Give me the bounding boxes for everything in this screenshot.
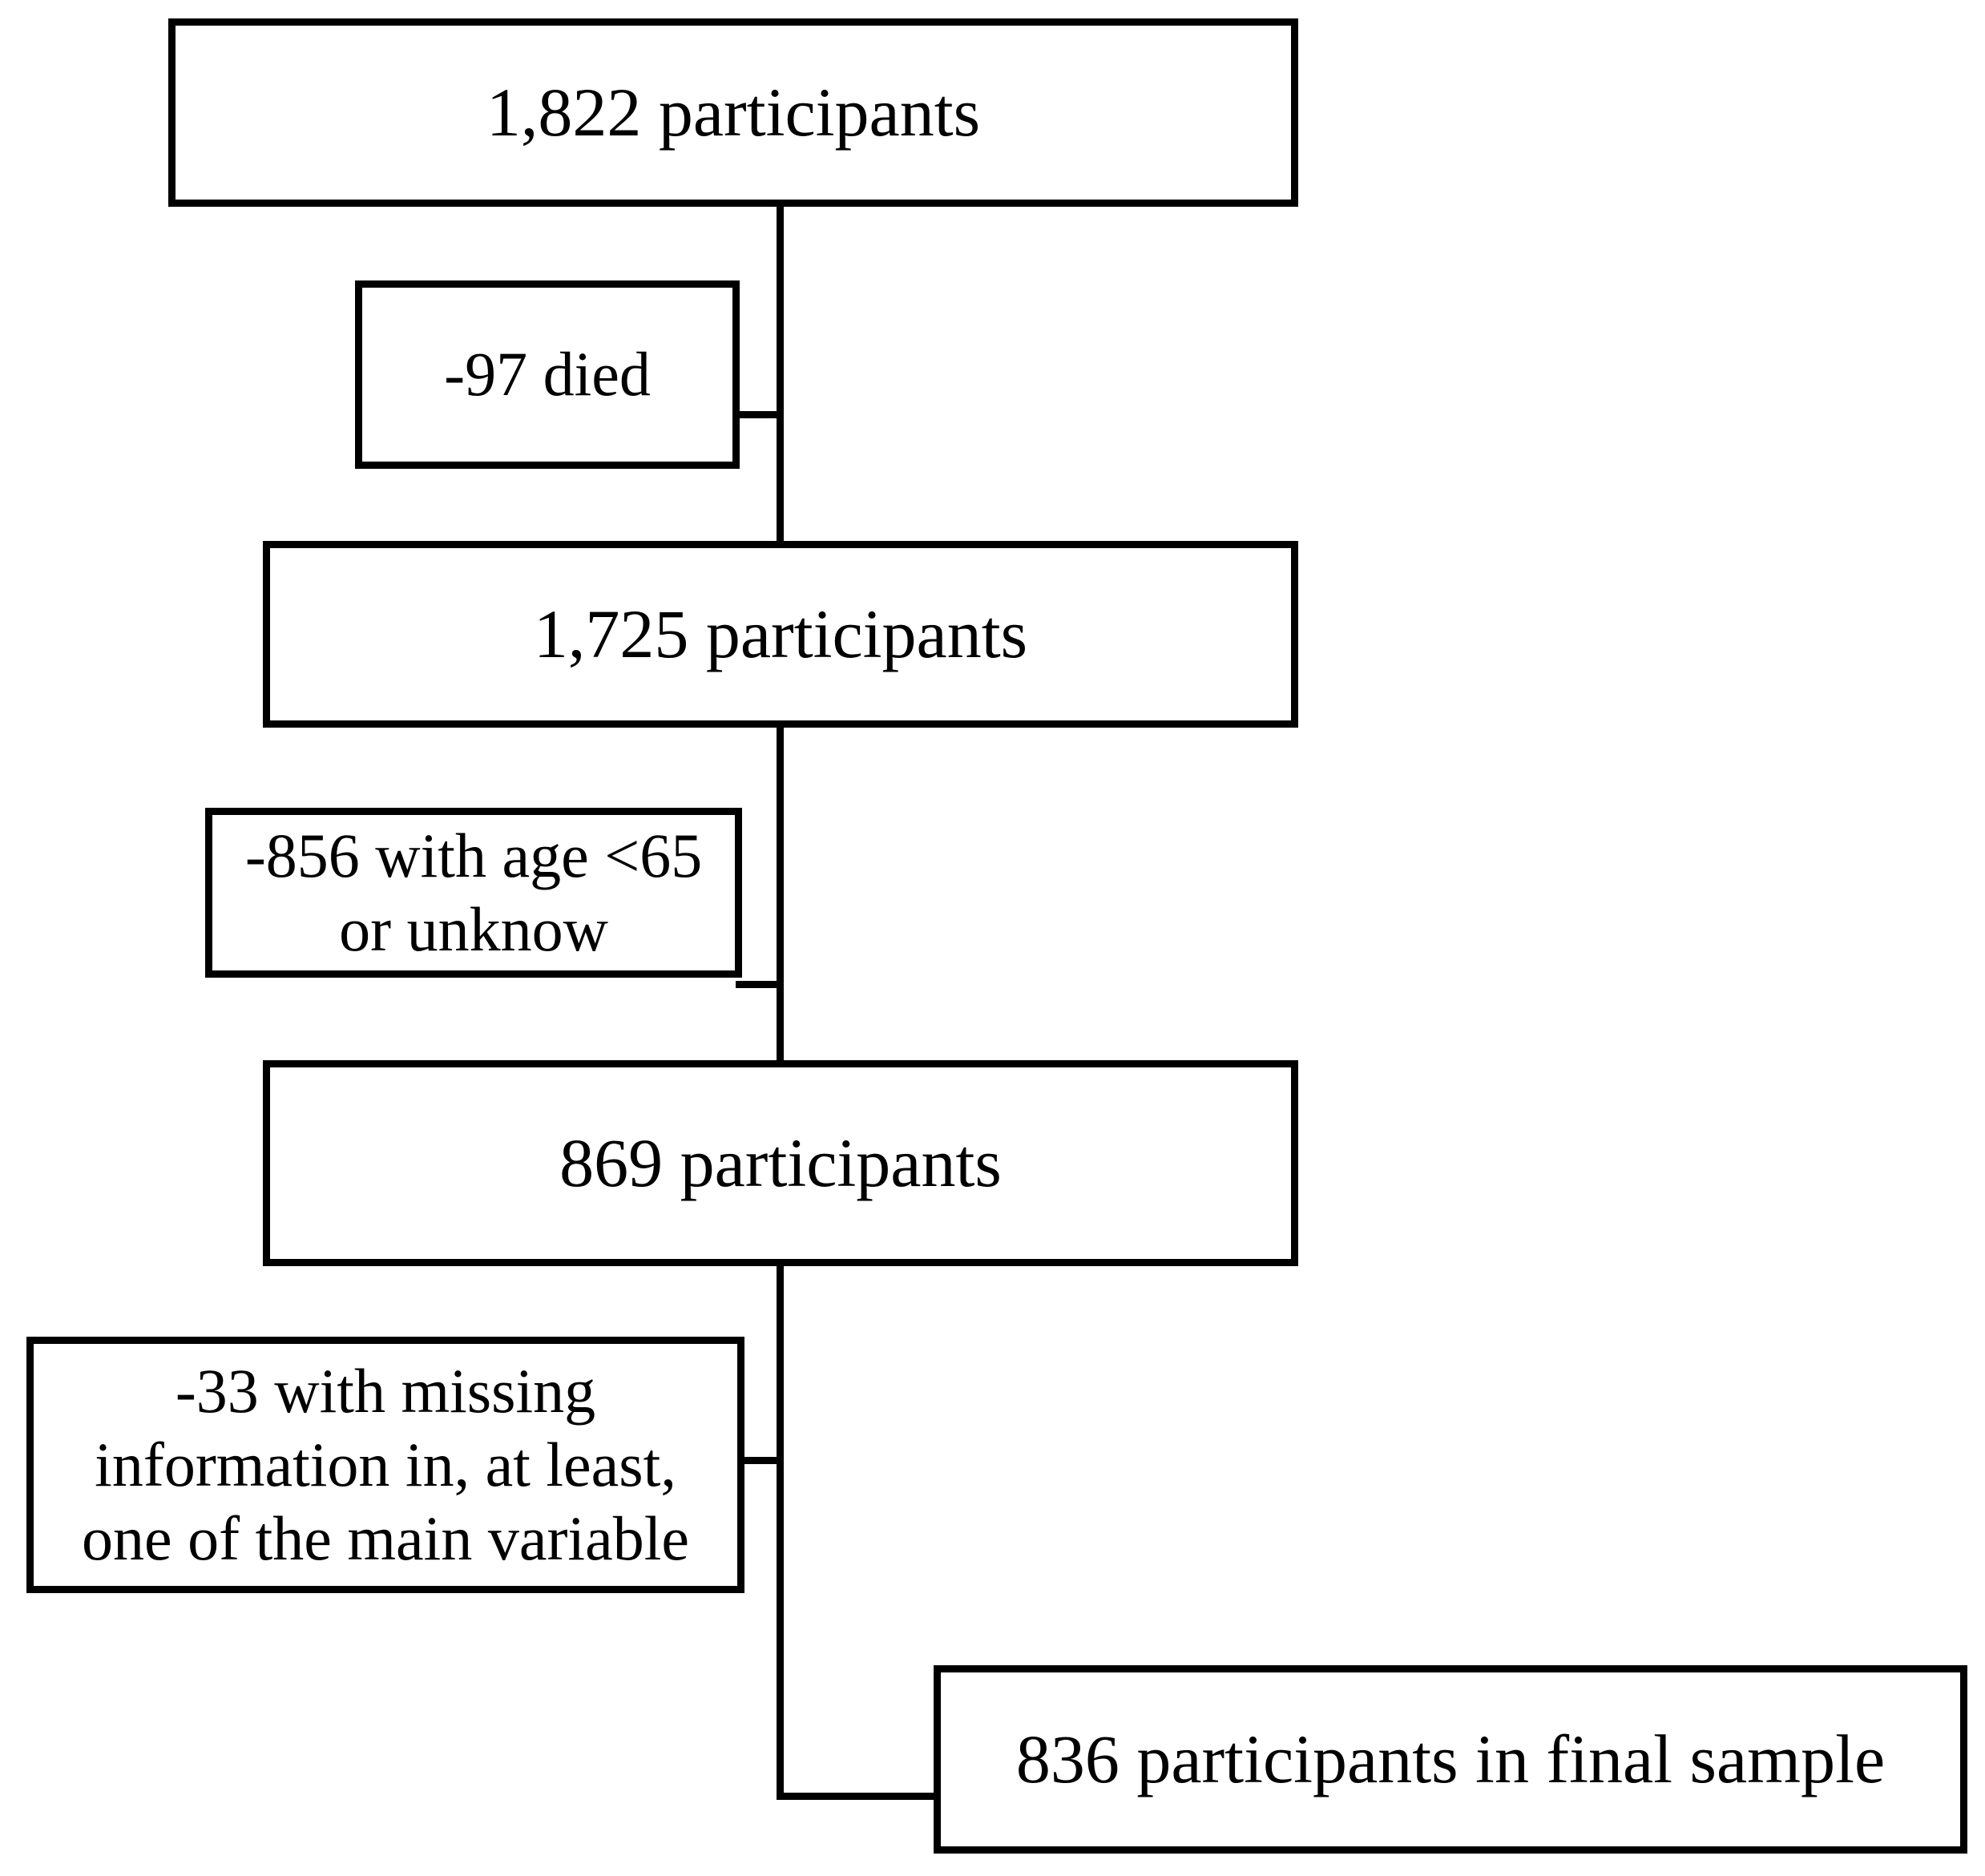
node-excluded-died-label: -97 died [444, 339, 651, 409]
connector-stub-excluded-died [732, 411, 782, 418]
node-participants-after-age-label: 869 participants [559, 1124, 1002, 1201]
node-participants-after-died-label: 1,725 participants [533, 595, 1028, 672]
connector-stub-excluded-missing [738, 1457, 782, 1464]
node-excluded-missing-information-label: -33 with missing information in, at leas… [81, 1355, 690, 1574]
node-excluded-missing-information: -33 with missing information in, at leas… [26, 1337, 744, 1593]
connector-start-to-after-died [777, 202, 784, 547]
node-final-sample: 836 participants in final sample [934, 1665, 1967, 1854]
connector-stub-excluded-age [736, 981, 782, 988]
node-excluded-age-label: -856 with age <65 or unknow [244, 820, 703, 964]
node-participants-after-died: 1,725 participants [263, 541, 1298, 728]
node-participants-after-age: 869 participants [263, 1060, 1298, 1266]
node-final-sample-label: 836 participants in final sample [1015, 1720, 1886, 1797]
node-total-participants: 1,822 participants [168, 18, 1298, 207]
node-total-participants-label: 1,822 participants [486, 73, 981, 151]
node-excluded-age: -856 with age <65 or unknow [205, 808, 742, 978]
connector-after-age-to-final [777, 1261, 784, 1800]
node-excluded-died: -97 died [355, 280, 740, 469]
connector-after-died-to-after-age [777, 723, 784, 1066]
connector-elbow-to-final-sample [777, 1793, 941, 1800]
